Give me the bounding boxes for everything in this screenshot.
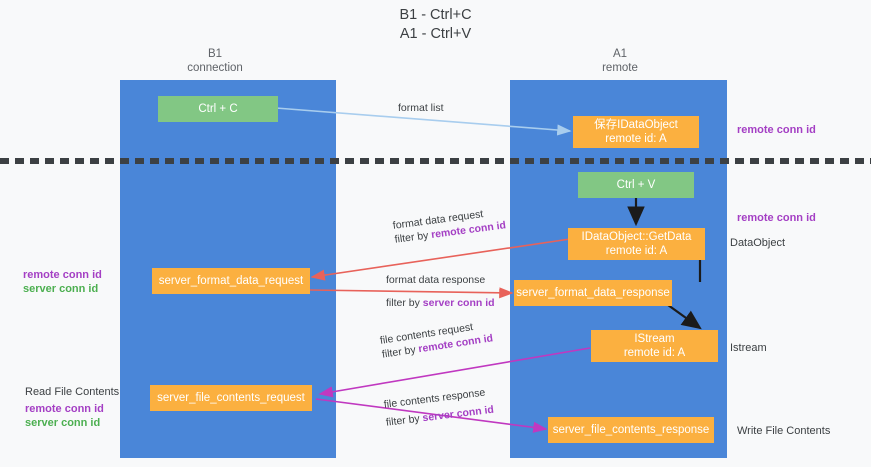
annotation-istream: Istream	[730, 342, 767, 354]
edge-label-format-data-response: format data response filter by server co…	[386, 273, 495, 310]
node-server-format-data-response[interactable]: server_format_data_response	[514, 280, 672, 306]
edge-label-format-data-request: format data request filter by remote con…	[392, 204, 507, 246]
column-header-a1: A1 remote	[602, 48, 638, 74]
edge-label-file-contents-request: file contents request filter by remote c…	[379, 317, 494, 361]
node-istream[interactable]: IStream remote id: A	[591, 330, 718, 362]
section-divider	[0, 158, 871, 164]
annotation-right-mid-remote-conn-id: remote conn id	[737, 212, 816, 224]
node-save-idataobject[interactable]: 保存IDataObject remote id: A	[573, 116, 699, 148]
annotation-read-file-contents: Read File Contents	[25, 386, 120, 398]
edge-label-format-list: format list	[398, 102, 444, 114]
page-title: B1 - Ctrl+C A1 - Ctrl+V	[399, 7, 472, 42]
annotation-write-file-contents: Write File Contents	[737, 425, 831, 437]
annotation-dataobject: DataObject	[730, 237, 786, 249]
edge-label-line1: format data response	[386, 274, 486, 286]
annotation-right-top-remote-conn-id: remote conn id	[737, 124, 816, 136]
highlight-server-conn-id: server conn id	[422, 297, 495, 309]
node-server-file-contents-response[interactable]: server_file_contents_response	[548, 417, 714, 443]
annotation-left-low-remote-conn-id: remote conn id	[25, 403, 104, 415]
annotation-left-low-server-conn-id: server conn id	[25, 417, 101, 429]
annotation-left-mid-remote-conn-id: remote conn id	[23, 269, 102, 281]
node-ctrl-c[interactable]: Ctrl + C	[158, 96, 278, 122]
highlight-server-conn-id: server conn id	[421, 403, 495, 425]
node-server-file-contents-request[interactable]: server_file_contents_request	[150, 385, 312, 411]
node-server-format-data-request[interactable]: server_format_data_request	[152, 268, 310, 294]
edge-label-line2: filter by server conn id	[386, 297, 495, 309]
column-header-b1: B1 connection	[187, 48, 243, 74]
node-ctrl-v[interactable]: Ctrl + V	[578, 172, 694, 198]
edge-label-file-contents-response: file contents response filter by server …	[383, 385, 495, 430]
node-idataobject-getdata[interactable]: IDataObject::GetData remote id: A	[568, 228, 705, 260]
annotation-left-mid-server-conn-id: server conn id	[23, 283, 99, 295]
